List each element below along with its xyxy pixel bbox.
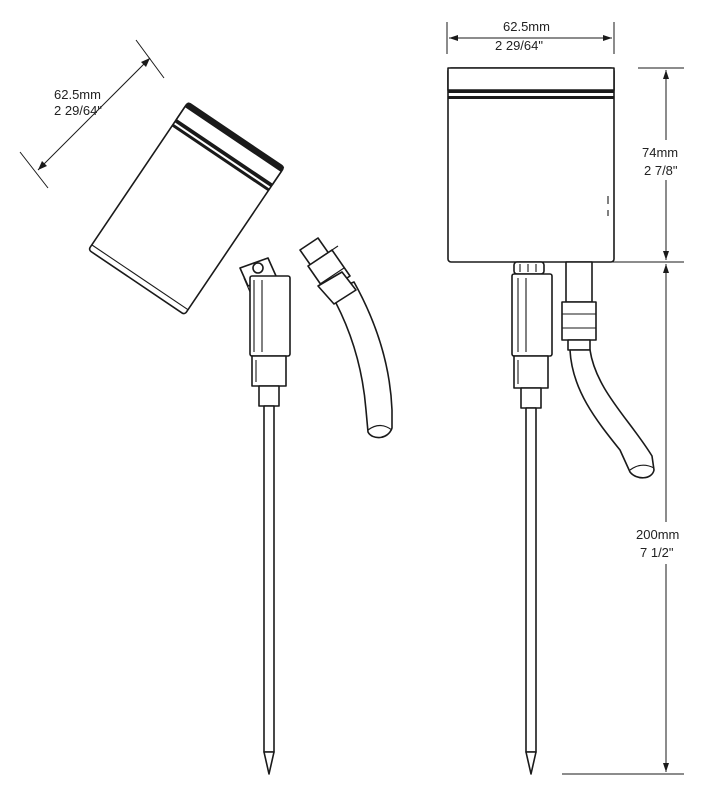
stake-length-in-label: 7 1/2"	[640, 545, 674, 560]
front-view: 62.5mm 2 29/64"	[446, 19, 702, 775]
front-width-mm-label: 62.5mm	[503, 19, 550, 34]
head-height-mm-label: 74mm	[642, 145, 678, 160]
front-ground-stake	[525, 407, 537, 775]
front-stake-collar	[513, 355, 549, 409]
stake-length-dimension: 200mm 7 1/2"	[562, 264, 702, 775]
front-width-dimension: 62.5mm 2 29/64"	[446, 19, 615, 54]
head-height-in-label: 2 7/8"	[644, 163, 678, 178]
side-cable	[329, 281, 393, 439]
front-mount-knuckle	[511, 273, 553, 357]
side-width-mm-label: 62.5mm	[54, 87, 101, 102]
side-ground-stake	[263, 405, 275, 775]
side-cable-gland	[299, 237, 357, 305]
front-pivot	[513, 261, 545, 275]
side-width-dimension: 62.5mm 2 29/64"	[19, 39, 165, 189]
side-width-in-label: 2 29/64"	[54, 103, 102, 118]
front-width-in-label: 2 29/64"	[495, 38, 543, 53]
side-mount-knuckle	[249, 275, 291, 357]
front-lamp-head	[447, 67, 615, 263]
side-view: 62.5mm 2 29/64"	[19, 39, 393, 775]
head-height-dimension: 74mm 2 7/8"	[560, 67, 694, 263]
side-lamp-head	[88, 102, 285, 315]
front-cable	[569, 349, 655, 479]
side-stake-collar	[251, 355, 287, 407]
front-cable-connector	[561, 261, 597, 351]
stake-length-mm-label: 200mm	[636, 527, 679, 542]
